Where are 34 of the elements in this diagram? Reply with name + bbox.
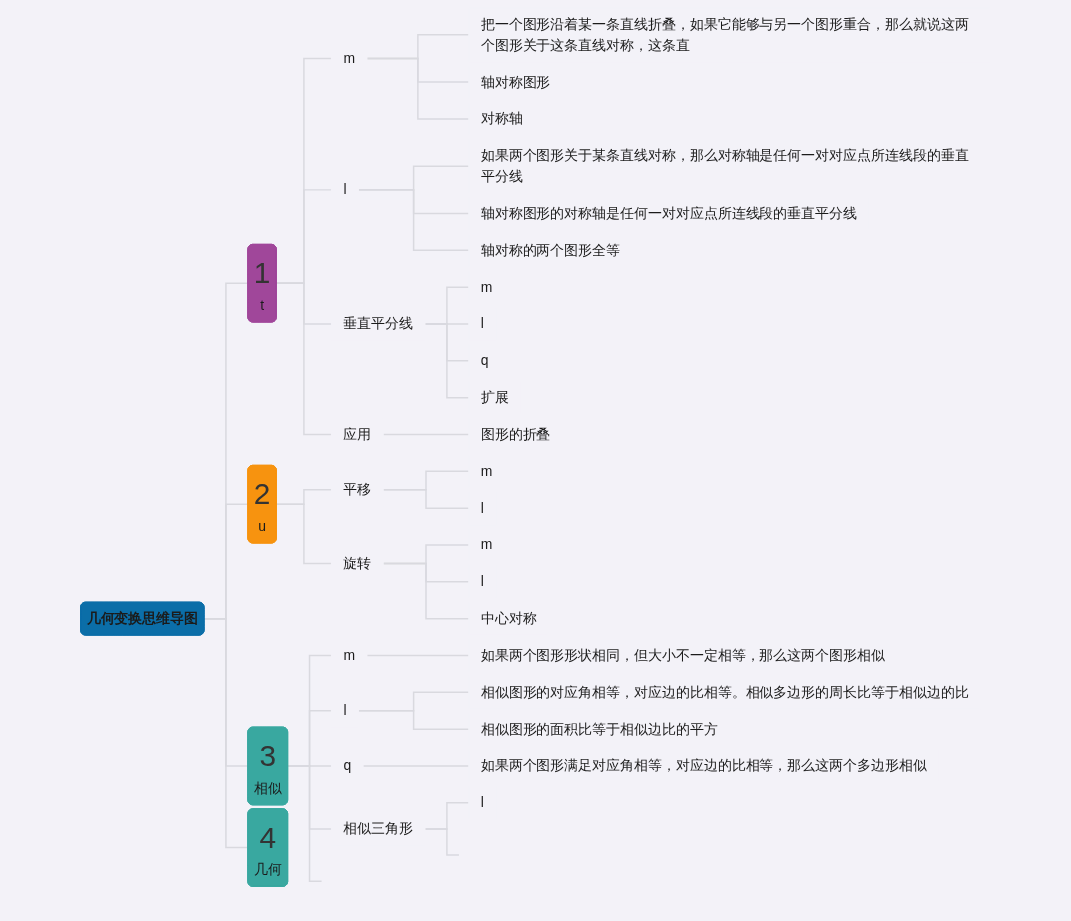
node-text: 如果两个图形形状相同，但大小不一定相等，那么这两个图形相似 <box>480 647 885 663</box>
node-text: 图形的折叠 <box>480 426 551 442</box>
node-text: m <box>480 462 493 479</box>
node-text: 相似图形的对应角相等，对应边的比相等。相似多边形的周长比等于相似边的比 <box>480 683 969 700</box>
node-text: 如果两个图形关于某条直线对称，那么对称轴是任何一对对应点所连线段的垂直平分线 <box>480 147 969 185</box>
node-text: m <box>480 536 493 553</box>
node-text: q <box>343 757 352 774</box>
node-text: m <box>343 50 355 66</box>
node-text: 相似三角形 <box>343 820 414 837</box>
connector <box>382 489 470 509</box>
node-text: 把一个图形沿着某一条直线折叠，如果它能够与另一个图形重合，那么就说这两个图形关于这条直线对称，这条直 <box>480 15 969 53</box>
node-text: 轴对称的两个图形全等 <box>480 241 621 258</box>
node-text: l <box>480 315 484 332</box>
node-text: 轴对称图形 <box>480 73 551 90</box>
node-text: l <box>480 794 484 811</box>
node-text: l <box>480 499 484 516</box>
connector <box>275 503 333 565</box>
node-text: 垂直平分线 <box>343 315 414 332</box>
node-text: q <box>480 352 489 369</box>
node-text: 应用 <box>343 426 372 442</box>
node-text: 扩展 <box>480 389 509 406</box>
node-text: 轴对称图形的对称轴是任何一对对应点所连线段的垂直平分线 <box>480 205 858 221</box>
node-text: 旋转 <box>343 554 372 571</box>
node-text: 对称轴 <box>480 110 523 127</box>
node-text: 相似图形的面积比等于相似边比的平方 <box>480 720 718 737</box>
node-text: l <box>480 573 484 590</box>
node-text: 如果两个图形满足对应角相等，对应边的比相等，那么这两个多边形相似 <box>480 757 927 774</box>
node-text: m <box>343 647 355 663</box>
node-text: l <box>343 702 347 719</box>
node-text: l <box>343 181 347 198</box>
node-text: m <box>480 278 493 295</box>
connector <box>357 709 470 730</box>
node-text: 中心对称 <box>480 610 537 627</box>
node-text: 平移 <box>343 481 372 498</box>
